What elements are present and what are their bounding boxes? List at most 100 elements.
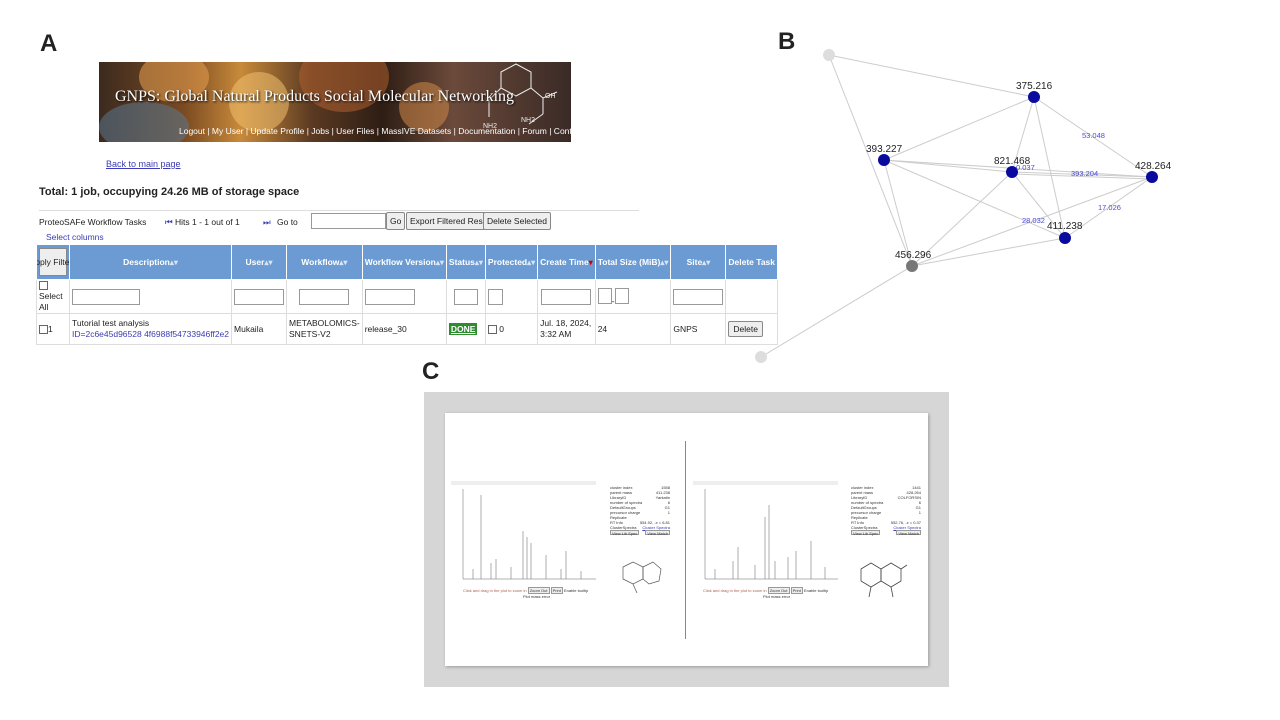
edge-label: 53.048 bbox=[1082, 131, 1105, 140]
column-header[interactable]: Site▴▾ bbox=[670, 244, 727, 280]
row-checkbox[interactable] bbox=[39, 325, 48, 335]
left-plot-controls: Click and drag in the plot to zoom in Zo… bbox=[463, 587, 589, 599]
network-edge bbox=[1011, 96, 1035, 173]
panel-label-c: C bbox=[422, 358, 440, 385]
size-filter-min[interactable] bbox=[597, 287, 612, 304]
view-lib-spec-button[interactable]: View Lib Spec bbox=[610, 530, 640, 536]
workflow-filter[interactable] bbox=[299, 288, 350, 305]
network-edge bbox=[1064, 176, 1153, 239]
apply-filters-button[interactable]: Apply Filters bbox=[38, 248, 69, 276]
row-id-link[interactable]: ID=2c6e45d96528 4f6988f54733946ff2e2 bbox=[72, 329, 230, 339]
right-spectrum-plot[interactable] bbox=[693, 481, 841, 587]
select-columns-link[interactable]: Select columns bbox=[46, 232, 104, 242]
first-page-icon[interactable]: ⏮ bbox=[165, 217, 173, 227]
network-edge bbox=[911, 237, 1066, 267]
svg-text:NH2: NH2 bbox=[483, 123, 497, 130]
enable-tooltip-checkbox[interactable]: Enable tooltip bbox=[564, 588, 589, 593]
network-edge bbox=[828, 54, 913, 267]
select-all-checkbox[interactable] bbox=[39, 281, 48, 291]
version-filter[interactable] bbox=[364, 288, 415, 305]
column-header[interactable]: Status▴▾ bbox=[445, 244, 486, 280]
delete-selected-button[interactable]: Delete Selected bbox=[483, 212, 552, 230]
filter-row: Select All - bbox=[36, 279, 779, 314]
user-filter[interactable] bbox=[234, 288, 285, 305]
sort-icon: ▴▾ bbox=[264, 258, 273, 267]
site-filter[interactable] bbox=[673, 288, 724, 305]
view-match-button[interactable]: View Match bbox=[645, 530, 670, 536]
node-label: 428.264 bbox=[1135, 161, 1172, 172]
edge-label: 0.037 bbox=[1016, 163, 1035, 172]
network-edge bbox=[911, 176, 1153, 267]
cluster-spectra-link[interactable]: Cluster Spectra bbox=[893, 525, 921, 530]
column-header[interactable]: Description▴▾ bbox=[68, 244, 233, 280]
network-edge bbox=[828, 54, 1035, 98]
create-time-filter[interactable] bbox=[541, 288, 592, 305]
column-header[interactable]: Protected▴▾ bbox=[484, 244, 539, 280]
jobs-table: Apply Filters Description▴▾ User▴▾ Workf… bbox=[36, 244, 779, 345]
enable-tooltip-checkbox[interactable]: Enable tooltip bbox=[804, 588, 829, 593]
row-description: Tutorial test analysis bbox=[72, 318, 150, 328]
cluster-spectra-link[interactable]: Cluster Spectra bbox=[642, 525, 670, 530]
protected-filter[interactable] bbox=[487, 288, 503, 305]
network-edge bbox=[883, 96, 1035, 161]
plot-mass-error-checkbox[interactable]: Plot mass error bbox=[523, 594, 551, 599]
sort-icon: ▴▾ bbox=[169, 258, 178, 267]
network-node-unlabeled bbox=[823, 49, 835, 61]
export-filtered-button[interactable]: Export Filtered Results bbox=[406, 212, 500, 230]
delete-task-button[interactable]: Delete bbox=[728, 321, 763, 337]
column-header[interactable]: Delete Task bbox=[725, 244, 779, 280]
column-header[interactable]: Create Time▾ bbox=[537, 244, 596, 280]
tasks-label: ProteoSAFe Workflow Tasks bbox=[39, 217, 147, 227]
column-header[interactable]: Total Size (MiB)▴▾ bbox=[594, 244, 672, 280]
go-button[interactable]: Go bbox=[386, 212, 406, 230]
status-badge[interactable]: DONE bbox=[448, 323, 478, 335]
node-label: 411.238 bbox=[1047, 221, 1083, 232]
network-edge bbox=[883, 159, 1153, 178]
network-edge bbox=[1011, 171, 1153, 178]
column-header[interactable]: Workflow Version▴▾ bbox=[361, 244, 447, 280]
sort-icon: ▴▾ bbox=[660, 258, 669, 267]
left-spectrum-plot[interactable] bbox=[451, 481, 599, 587]
network-node-unlabeled bbox=[755, 351, 767, 363]
row-create-time: Jul. 18, 2024, 3:32 AM bbox=[537, 313, 596, 345]
network-edge bbox=[1033, 96, 1066, 239]
size-filter-max[interactable] bbox=[614, 287, 629, 304]
network-node bbox=[878, 154, 890, 166]
print-button[interactable]: Print bbox=[550, 587, 563, 594]
print-button[interactable]: Print bbox=[790, 587, 803, 594]
sort-icon: ▴▾ bbox=[435, 258, 444, 267]
network-node bbox=[1028, 91, 1040, 103]
right-molecule-icon bbox=[860, 562, 908, 598]
row-version: release_30 bbox=[361, 313, 447, 345]
sort-icon: ▾ bbox=[588, 258, 593, 267]
banner-nav-links[interactable]: Logout | My User | Update Profile | Jobs… bbox=[179, 126, 571, 136]
goto-input[interactable] bbox=[311, 213, 386, 229]
edge-label: 28.032 bbox=[1022, 216, 1045, 225]
last-page-icon[interactable]: ⏭ bbox=[263, 217, 271, 227]
sort-icon: ▴▾ bbox=[702, 258, 711, 267]
description-filter[interactable] bbox=[72, 288, 140, 305]
column-header[interactable]: User▴▾ bbox=[231, 244, 288, 280]
panel-label-b: B bbox=[778, 28, 796, 55]
status-filter[interactable] bbox=[453, 288, 478, 305]
sort-icon: ▴▾ bbox=[339, 258, 348, 267]
zoom-out-button[interactable]: Zoom Out bbox=[527, 587, 550, 594]
view-match-button[interactable]: View Match bbox=[896, 530, 921, 536]
svg-text:OH: OH bbox=[545, 93, 556, 100]
svg-text:NH2: NH2 bbox=[521, 117, 535, 124]
view-lib-spec-button[interactable]: View Lib Spec bbox=[851, 530, 881, 536]
zoom-out-button[interactable]: Zoom Out bbox=[767, 587, 790, 594]
panel-label-a: A bbox=[40, 30, 58, 57]
plot-mass-error-checkbox[interactable]: Plot mass error bbox=[763, 594, 791, 599]
goto-label: ⏭Go to bbox=[263, 217, 298, 227]
network-edge bbox=[1011, 173, 1153, 180]
back-to-main-link[interactable]: Back to main page bbox=[106, 159, 181, 169]
hits-pager: ⏮ Hits 1 - 1 out of 1 bbox=[165, 217, 240, 227]
protected-checkbox[interactable] bbox=[487, 325, 497, 335]
tasks-toolbar: ProteoSAFe Workflow Tasks ⏮ Hits 1 - 1 o… bbox=[39, 210, 639, 235]
network-node bbox=[1006, 166, 1018, 178]
right-plot-controls: Click and drag in the plot to zoom in Zo… bbox=[703, 587, 829, 599]
page-divider bbox=[685, 441, 686, 639]
column-header[interactable]: Workflow▴▾ bbox=[286, 244, 363, 280]
